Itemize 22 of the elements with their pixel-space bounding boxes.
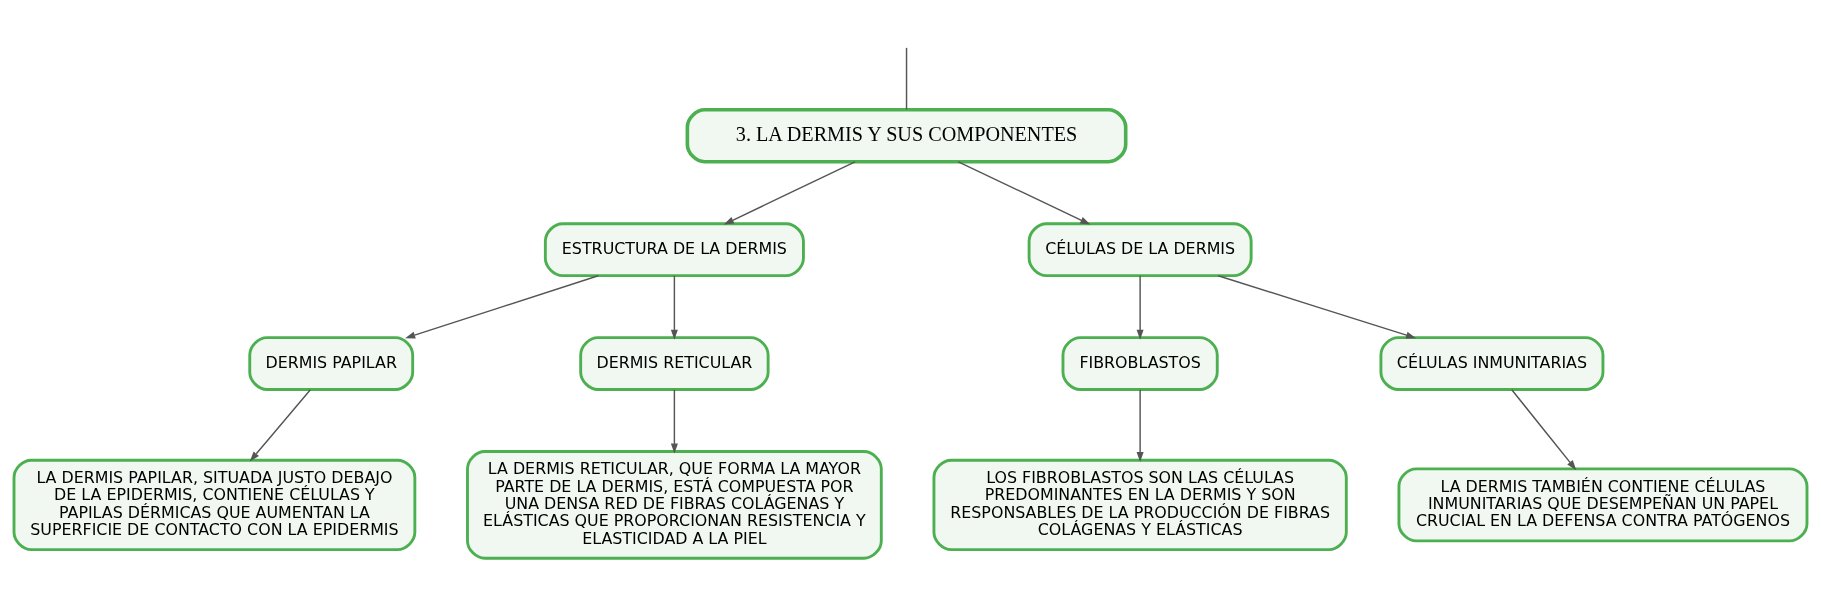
arrow <box>1217 275 1417 339</box>
arrow <box>249 389 312 462</box>
node-box: LA DERMIS PAPILAR, SITUADA JUSTO DEBAJO DE LA EPIDERMIS, CONTIENE CÉLULAS Y PAPILAS DÉRMICAS QUE AUMENTAN LA SUPERFICIE DE CONTACTO CON LA EPIDERMIS <box>12 458 417 552</box>
arrow <box>1136 389 1144 463</box>
node-box: LA DERMIS RETICULAR, QUE FORMA LA MAYOR PARTE DE LA DERMIS, ESTÁ COMPUESTA POR UNA DENSA RED DE FIBRAS COLÁGENAS Y ELÁSTICAS QUE PROPORCIONAN RESISTENCIA Y ELASTICIDAD A LA PIEL <box>466 450 883 560</box>
node-box: FIBROBLASTOS <box>1061 336 1219 391</box>
arrow <box>1136 275 1144 340</box>
node-box: DERMIS RETICULAR <box>579 336 770 391</box>
node-box: LA DERMIS TAMBIÉN CONTIENE CÉLULAS INMUNITARIAS QUE DESEMPEÑAN UN PAPEL CRUCIAL EN LA DEFENSA CONTRA PATÓGENOS <box>1397 467 1809 543</box>
arrow <box>405 275 599 339</box>
node-box: ESTRUCTURA DE LA DERMIS <box>543 222 805 278</box>
node-box: DERMIS PAPILAR <box>248 336 415 391</box>
connector <box>905 47 908 111</box>
arrow <box>670 275 678 340</box>
node-box: CÉLULAS INMUNITARIAS <box>1379 336 1605 391</box>
node-box: 3. LA DERMIS Y SUS COMPONENTES <box>685 108 1128 164</box>
arrow <box>1511 389 1577 471</box>
arrow <box>670 389 678 454</box>
arrow <box>957 161 1091 225</box>
node-box: LOS FIBROBLASTOS SON LAS CÉLULAS PREDOMINANTES EN LA DERMIS Y SON RESPONSABLES DE LA PRODUCCIÓN DE FIBRAS COLÁGENAS Y ELÁSTICAS <box>932 458 1348 552</box>
node-box: CÉLULAS DE LA DERMIS <box>1027 222 1253 278</box>
arrow <box>723 161 856 225</box>
